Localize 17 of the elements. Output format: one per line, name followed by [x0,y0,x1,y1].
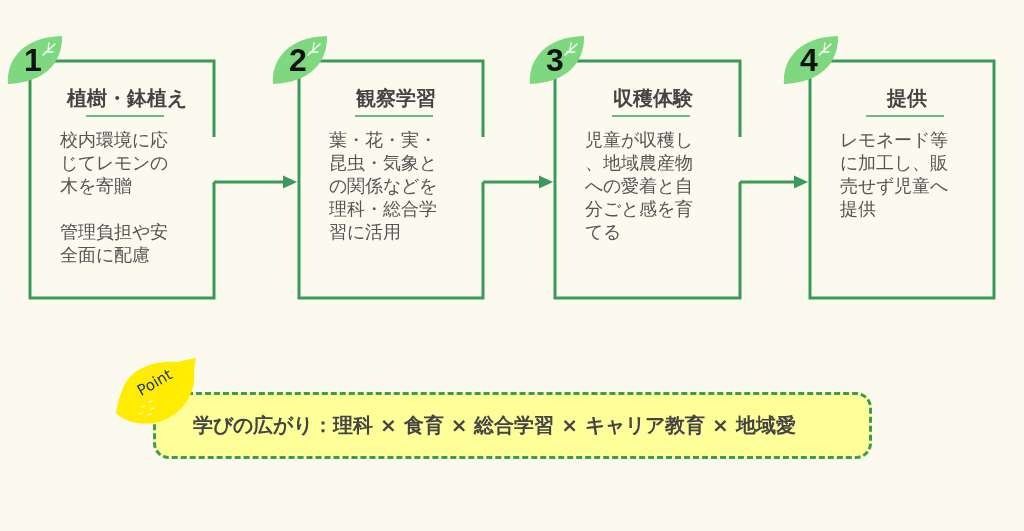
leaf-badge: 1 [7,35,63,85]
step-heading: 提供 [887,86,927,110]
leaf-badge: 2 [272,35,328,85]
step-heading: 植樹・鉢植え [67,86,187,110]
leaf-badge: 4 [783,35,839,85]
summary-box: 学びの広がり：理科 × 食育 × 総合学習 × キャリア教育 × 地域愛 [153,392,872,459]
step-text: 管理負担や安全面に配慮 [60,220,169,266]
arrow [483,175,553,189]
step-text: 児童が収穫し、地域農産物への愛着と自分ごと感を育てる [585,128,694,243]
step-heading: 観察学習 [356,86,436,110]
leaf-badge: 3 [529,35,585,85]
step-text: 葉・花・実・昆虫・気象との関係などを理科・総合学習に活用 [329,128,438,243]
step-heading: 収穫体験 [612,86,693,110]
step-text: 校内環境に応じてレモンの木を寄贈 [60,128,169,197]
arrow [740,175,808,189]
arrow [214,175,297,189]
step-text: レモネード等に加工し、販売せず児童へ提供 [840,128,949,220]
